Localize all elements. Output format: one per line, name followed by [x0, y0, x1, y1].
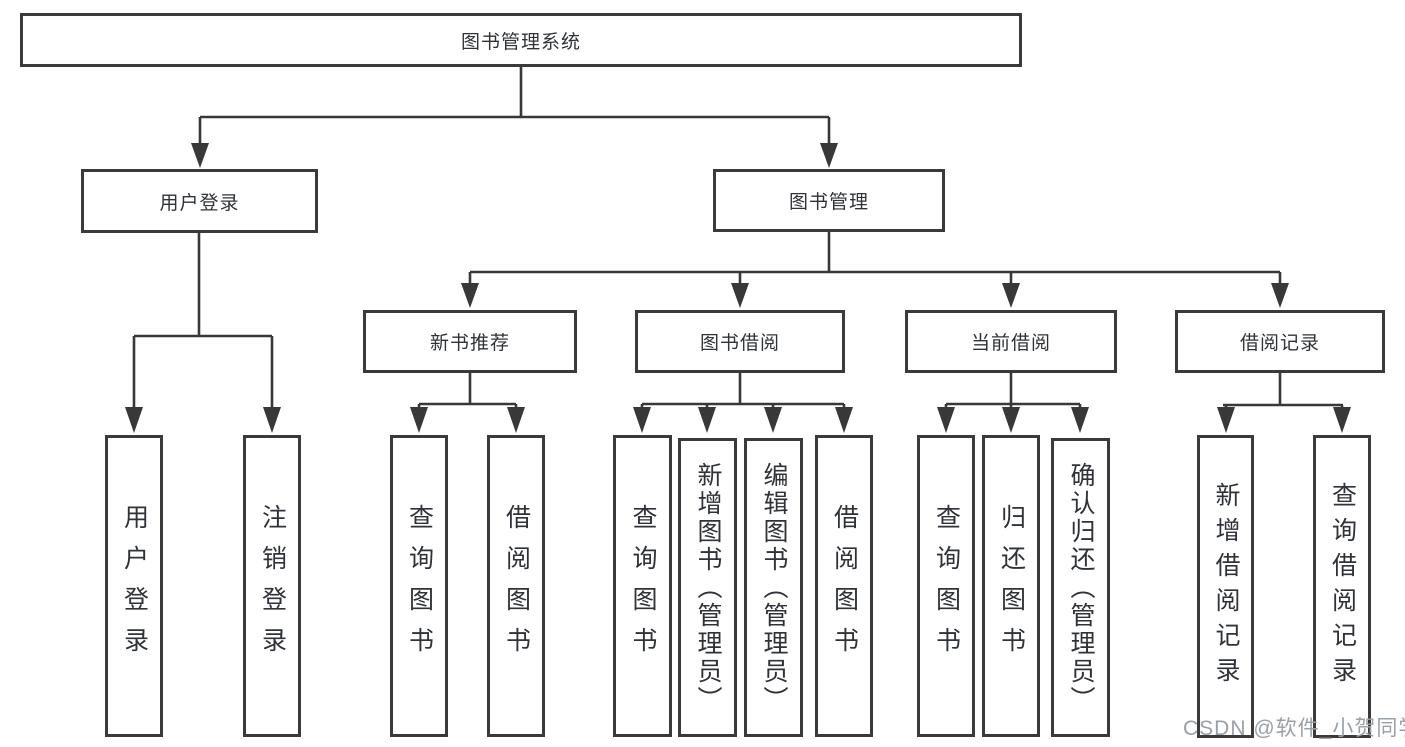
leaf-borrow-books-2: 借阅图书: [815, 435, 873, 737]
node-user-login-label: 用户登录: [159, 192, 240, 214]
leaf-add-book-admin-label: 新增图书（管理员）: [694, 461, 722, 714]
node-borrowing-records-label: 借阅记录: [1239, 333, 1320, 354]
node-book-borrowing: 图书借阅: [635, 310, 845, 373]
leaf-edit-book-admin-label: 编辑图书（管理员）: [760, 461, 788, 714]
leaf-add-book-admin: 新增图书（管理员）: [678, 438, 737, 737]
leaf-query-borrow-record-label: 查询借阅记录: [1328, 481, 1357, 692]
leaf-borrow-books-1: 借阅图书: [487, 435, 545, 737]
leaf-query-books-1-label: 查询图书: [405, 504, 434, 668]
leaf-borrow-books-2-label: 借阅图书: [830, 504, 859, 668]
leaf-logout-label: 注销登录: [258, 504, 287, 668]
leaf-add-borrow-record-label: 新增借阅记录: [1212, 481, 1240, 692]
leaf-user-login: 用户登录: [105, 435, 163, 737]
leaf-user-login-label: 用户登录: [120, 504, 149, 668]
node-library-system-label: 图书管理系统: [460, 31, 581, 53]
leaf-query-borrow-record: 查询借阅记录: [1313, 435, 1371, 738]
leaf-borrow-books-1-label: 借阅图书: [502, 504, 531, 668]
csdn-watermark: CSDN @软件_小贺同学: [1183, 717, 1405, 740]
node-new-book-recommend-label: 新书推荐: [429, 333, 510, 354]
leaf-query-books-3-label: 查询图书: [932, 504, 961, 668]
node-current-borrowing: 当前借阅: [905, 310, 1117, 373]
leaf-logout: 注销登录: [243, 435, 301, 737]
leaf-edit-book-admin: 编辑图书（管理员）: [744, 438, 803, 737]
node-user-login: 用户登录: [81, 169, 318, 233]
leaf-confirm-return-admin-label: 确认归还（管理员）: [1067, 461, 1095, 714]
node-book-borrowing-label: 图书借阅: [699, 333, 780, 354]
node-book-management: 图书管理: [713, 169, 945, 232]
leaf-return-books: 归还图书: [982, 435, 1040, 737]
leaf-query-books-2-label: 查询图书: [629, 504, 657, 668]
node-library-system: 图书管理系统: [20, 13, 1022, 67]
node-borrowing-records: 借阅记录: [1175, 310, 1385, 373]
leaf-query-books-1: 查询图书: [390, 435, 448, 737]
node-new-book-recommend: 新书推荐: [363, 310, 577, 373]
node-current-borrowing-label: 当前借阅: [970, 333, 1051, 354]
leaf-confirm-return-admin: 确认归还（管理员）: [1051, 438, 1110, 737]
leaf-query-books-2: 查询图书: [613, 435, 672, 737]
leaf-return-books-label: 归还图书: [997, 504, 1026, 668]
leaf-add-borrow-record: 新增借阅记录: [1197, 435, 1254, 738]
node-book-management-label: 图书管理: [788, 192, 869, 213]
leaf-query-books-3: 查询图书: [917, 435, 975, 737]
